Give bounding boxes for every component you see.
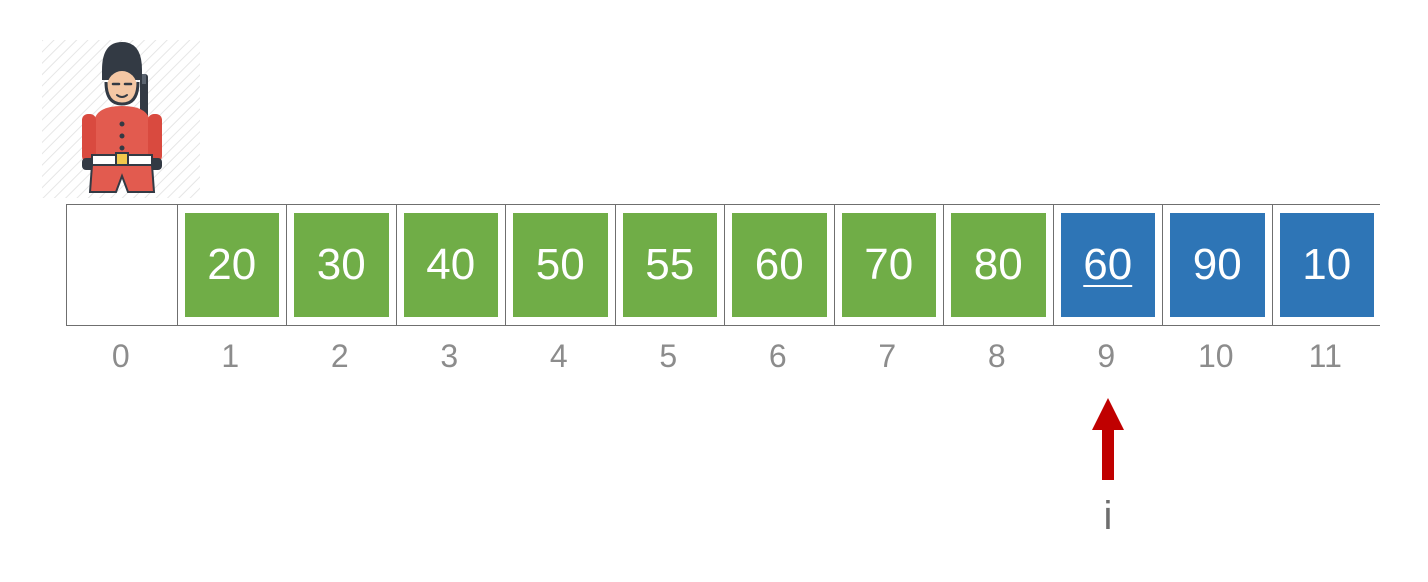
array-cell-5: 55: [614, 205, 724, 325]
unsorted-tile: 10: [1279, 213, 1374, 317]
array-cell-3: 40: [395, 205, 505, 325]
index-labels: 0 1 2 3 4 5 6 7 8 9 10 11: [66, 336, 1380, 376]
cell-value: 10: [1302, 240, 1352, 289]
royal-guard-icon: [42, 40, 200, 198]
array-cell-2: 30: [286, 205, 396, 325]
index-label: 7: [878, 338, 897, 374]
index-label: 5: [659, 338, 678, 374]
pointer-label: i: [1103, 494, 1113, 538]
array-cell-10: 90: [1162, 205, 1272, 325]
sorted-tile: 80: [951, 213, 1046, 317]
current-tile: 60: [1060, 213, 1155, 317]
sorted-tile: 50: [513, 213, 608, 317]
index-label: 8: [987, 338, 1006, 374]
cell-value: 40: [426, 240, 476, 289]
sorted-tile: 60: [732, 213, 827, 317]
array-cell-7: 70: [833, 205, 943, 325]
array-cell-1: 20: [176, 205, 286, 325]
array-cell-6: 60: [724, 205, 834, 325]
cell-value: 90: [1192, 240, 1242, 289]
cell-value: 80: [973, 240, 1023, 289]
array-cell-0: [67, 205, 177, 325]
index-label: 2: [330, 338, 349, 374]
sorted-tile: 20: [184, 213, 279, 317]
sorted-tile: 70: [841, 213, 936, 317]
index-label: 11: [1308, 338, 1342, 374]
cell-value: 30: [316, 240, 366, 289]
current-value: 60: [1083, 240, 1133, 289]
cell-value: 20: [207, 240, 257, 289]
sorted-tile: 30: [294, 213, 389, 317]
array-cell-11: 10: [1271, 205, 1381, 325]
array: 20 30 40 50 55 60 70 80 60 90 10: [66, 204, 1381, 326]
unsorted-tile: 90: [1170, 213, 1265, 317]
index-label: 9: [1097, 338, 1116, 374]
cell-value: 70: [864, 240, 914, 289]
index-label: 10: [1197, 338, 1234, 374]
array-cell-8: 80: [943, 205, 1053, 325]
index-label: 0: [111, 338, 130, 374]
cell-value: 50: [535, 240, 585, 289]
cell-value: 55: [645, 240, 695, 289]
up-arrow-icon: [1088, 392, 1128, 482]
cell-value: 60: [754, 240, 804, 289]
sorted-tile: 40: [403, 213, 498, 317]
array-cell-4: 50: [505, 205, 615, 325]
index-label: 6: [768, 338, 787, 374]
index-label: 3: [440, 338, 459, 374]
array-cell-9: 60: [1052, 205, 1162, 325]
index-label: 4: [549, 338, 568, 374]
sorted-tile: 55: [622, 213, 717, 317]
index-label: 1: [221, 338, 240, 374]
